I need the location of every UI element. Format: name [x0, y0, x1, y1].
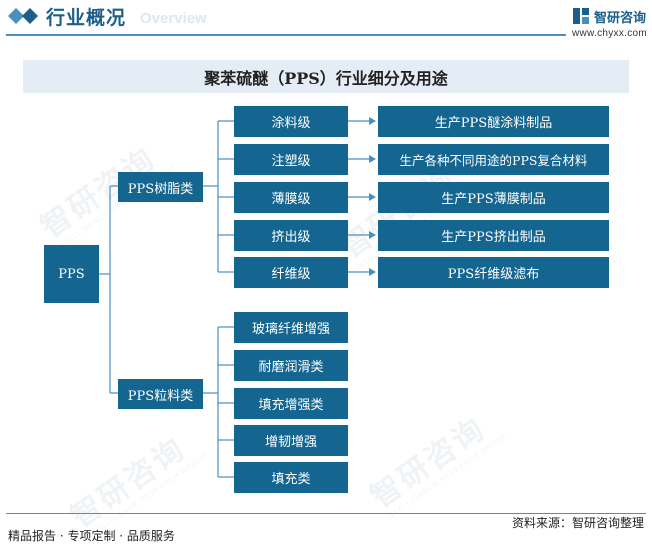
source-note: 资料来源：智研咨询整理	[511, 516, 644, 530]
header-divider	[6, 34, 566, 36]
double-arrow-icon	[8, 8, 38, 24]
node-grade: 填充增强类	[234, 388, 348, 419]
node-use: 生产PPS挤出制品	[378, 220, 609, 251]
node-grade: 填充类	[234, 462, 348, 493]
node-grade: 涂料级	[234, 106, 348, 137]
node-grade: 注塑级	[234, 144, 348, 175]
node-grade: 耐磨润滑类	[234, 350, 348, 381]
diagram-title: 聚苯硫醚（PPS）行业细分及用途	[23, 60, 629, 93]
brand-name: 智研咨询	[594, 11, 647, 26]
section-title-ghost: Overview	[140, 10, 207, 27]
node-grade: 薄膜级	[234, 182, 348, 213]
footer-divider	[6, 513, 646, 514]
footer-slogan: 精品报告 · 专项定制 · 品质服务	[8, 529, 175, 543]
node-grade: 增韧增强	[234, 425, 348, 456]
brand-url: www.chyxx.com	[572, 28, 648, 39]
node-grade: 挤出级	[234, 220, 348, 251]
node-use: 生产各种不同用途的PPS复合材料	[378, 144, 609, 175]
node-use: PPS纤维级滤布	[378, 257, 609, 288]
node-use: 生产PPS醚涂料制品	[378, 106, 609, 137]
node-pellet: PPS粒料类	[118, 379, 203, 409]
section-title: 行业概况	[46, 7, 127, 29]
node-use: 生产PPS薄膜制品	[378, 182, 609, 213]
node-root: PPS	[44, 245, 99, 303]
node-grade: 纤维级	[234, 257, 348, 288]
node-resin: PPS树脂类	[118, 172, 203, 202]
node-grade: 玻璃纤维增强	[234, 312, 348, 343]
brand-logo-icon	[573, 8, 589, 24]
